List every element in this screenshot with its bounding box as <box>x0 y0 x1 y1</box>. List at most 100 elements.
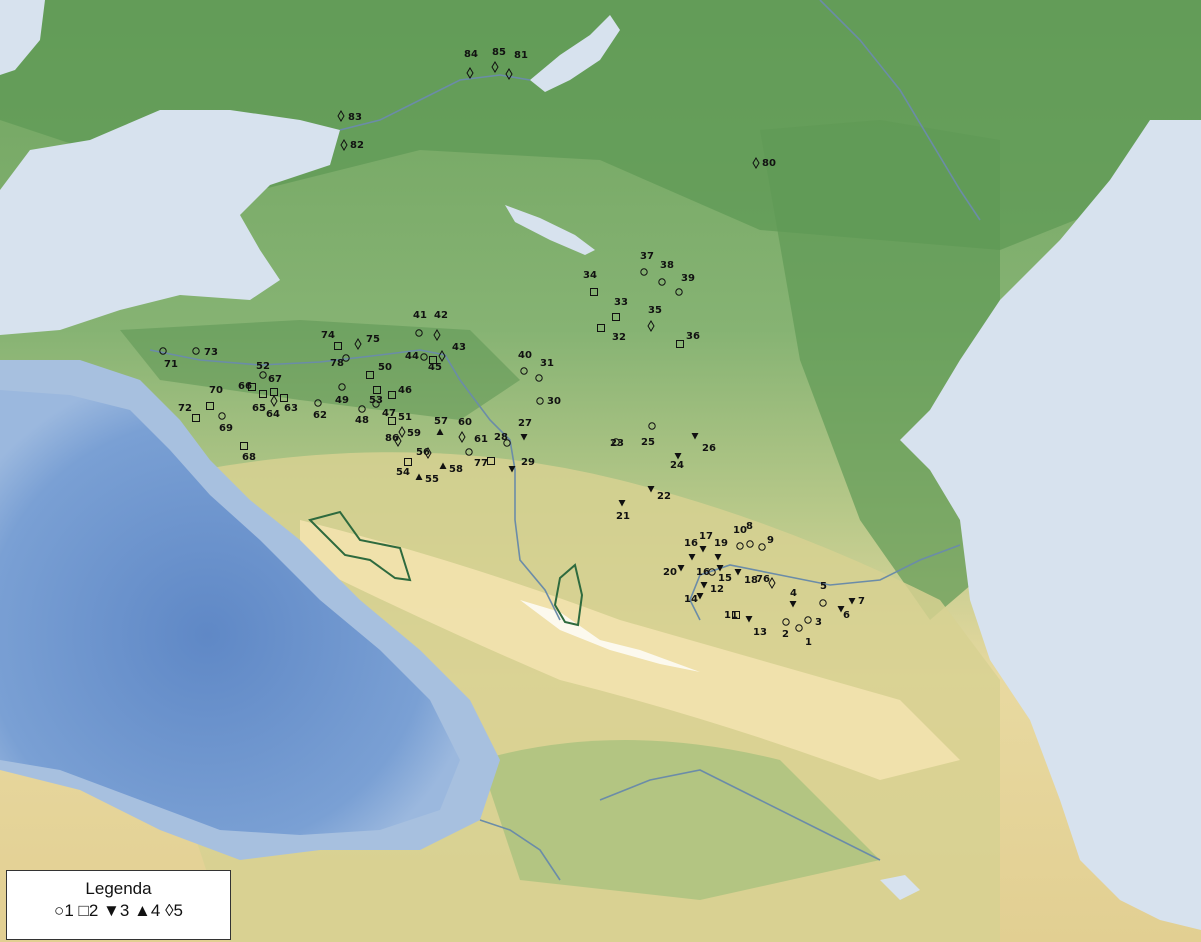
site-number-label: 50 <box>378 362 392 373</box>
site-circle-icon <box>503 439 511 447</box>
site-circle-icon <box>520 367 528 375</box>
site-marker: 69 <box>218 412 233 434</box>
site-marker: 59 <box>398 426 421 439</box>
site-marker: 32 <box>597 324 626 343</box>
site-circle-icon <box>804 616 812 624</box>
site-number-label: 72 <box>178 403 192 414</box>
site-triangle-down-icon <box>618 500 626 507</box>
site-number-label: 26 <box>702 443 716 454</box>
site-square-icon <box>676 340 684 348</box>
site-number-label: 20 <box>663 567 677 578</box>
snow-peaks <box>520 600 700 672</box>
site-number-label: 2 <box>782 629 789 640</box>
site-number-label: 75 <box>366 334 380 345</box>
site-circle-icon <box>758 543 766 551</box>
site-number-label: 13 <box>753 627 767 638</box>
site-circle-icon <box>795 624 803 632</box>
site-number-label: 3 <box>815 617 822 628</box>
site-number-label: 67 <box>268 374 282 385</box>
site-circle-icon <box>612 438 620 446</box>
site-number-label: 18 <box>744 575 758 586</box>
site-number-label: 19 <box>714 538 728 549</box>
legend-label-2: 2 <box>88 901 99 920</box>
site-marker: 86 <box>385 433 402 447</box>
site-number-label: 57 <box>434 416 448 427</box>
site-marker: 35 <box>647 305 662 332</box>
site-marker: 49 <box>335 383 349 406</box>
site-marker: 28 <box>494 432 511 447</box>
site-number-label: 4 <box>790 588 797 599</box>
site-circle-icon <box>782 618 790 626</box>
site-marker: 9 <box>758 535 774 551</box>
site-marker: 51 <box>388 412 412 425</box>
site-number-label: 25 <box>641 437 655 448</box>
site-number-label: 39 <box>681 273 695 284</box>
site-circle-icon <box>342 354 350 362</box>
site-number-label: 76 <box>756 574 770 585</box>
site-marker: 67 <box>268 374 282 396</box>
legend-label-1: 1 <box>64 901 74 920</box>
site-marker: 82 <box>340 139 364 151</box>
site-number-label: 73 <box>204 347 218 358</box>
site-number-label: 12 <box>710 584 724 595</box>
site-marker: 16 <box>696 567 716 578</box>
site-marker: 71 <box>159 347 178 370</box>
site-number-label: 69 <box>219 423 233 434</box>
site-marker: 85 <box>491 47 506 73</box>
site-marker: 30 <box>536 396 561 407</box>
site-number-label: 22 <box>657 491 671 502</box>
site-marker: 10 <box>733 525 747 550</box>
site-number-label: 55 <box>425 474 439 485</box>
site-diamond-icon <box>394 435 402 447</box>
site-marker: 40 <box>518 350 532 375</box>
site-number-label: 51 <box>398 412 412 423</box>
site-square-icon <box>388 391 396 399</box>
river-don <box>339 74 531 131</box>
site-number-label: 80 <box>762 158 776 169</box>
site-marker: 20 <box>663 565 685 578</box>
site-number-label: 61 <box>474 434 488 445</box>
site-number-label: 29 <box>521 457 535 468</box>
site-circle-icon <box>192 347 200 355</box>
site-circle-icon <box>338 383 346 391</box>
site-marker: 38 <box>658 260 674 286</box>
legend-triangle-up-icon: ▲ <box>134 901 151 920</box>
site-diamond-icon <box>458 431 466 443</box>
site-number-label: 27 <box>518 418 532 429</box>
site-marker: 2 <box>782 618 790 640</box>
site-circle-icon <box>708 568 716 576</box>
site-number-label: 85 <box>492 47 506 58</box>
site-triangle-down-icon <box>647 486 655 493</box>
site-square-icon <box>280 394 288 402</box>
site-triangle-down-icon <box>691 433 699 440</box>
site-circle-icon <box>159 347 167 355</box>
site-circle-icon <box>358 405 366 413</box>
site-marker: 75 <box>354 334 380 350</box>
site-number-label: 16 <box>684 538 698 549</box>
site-number-label: 42 <box>434 310 448 321</box>
site-diamond-icon <box>768 577 776 589</box>
site-marker: 60 <box>458 417 472 443</box>
site-marker: 31 <box>535 358 554 382</box>
reserve-west <box>308 510 412 582</box>
site-number-label: 68 <box>242 452 256 463</box>
site-square-icon <box>373 386 381 394</box>
site-number-label: 84 <box>464 49 478 60</box>
site-triangle-down-icon <box>688 554 696 561</box>
site-triangle-down-icon <box>716 565 724 572</box>
lowland-zone-east <box>760 120 1000 620</box>
site-marker: 42 <box>433 310 448 341</box>
site-triangle-up-icon <box>439 462 447 469</box>
site-marker: 17 <box>699 531 713 553</box>
site-marker: 16 <box>684 538 698 561</box>
site-circle-icon <box>535 374 543 382</box>
site-marker: 19 <box>714 538 728 561</box>
site-number-label: 74 <box>321 330 335 341</box>
site-number-label: 66 <box>238 381 252 392</box>
site-marker: 24 <box>670 453 684 471</box>
site-marker: 6 <box>837 606 850 621</box>
site-number-label: 31 <box>540 358 554 369</box>
site-marker: 48 <box>355 405 369 426</box>
site-marker: 61 <box>465 434 488 456</box>
site-number-label: 8 <box>746 521 753 532</box>
